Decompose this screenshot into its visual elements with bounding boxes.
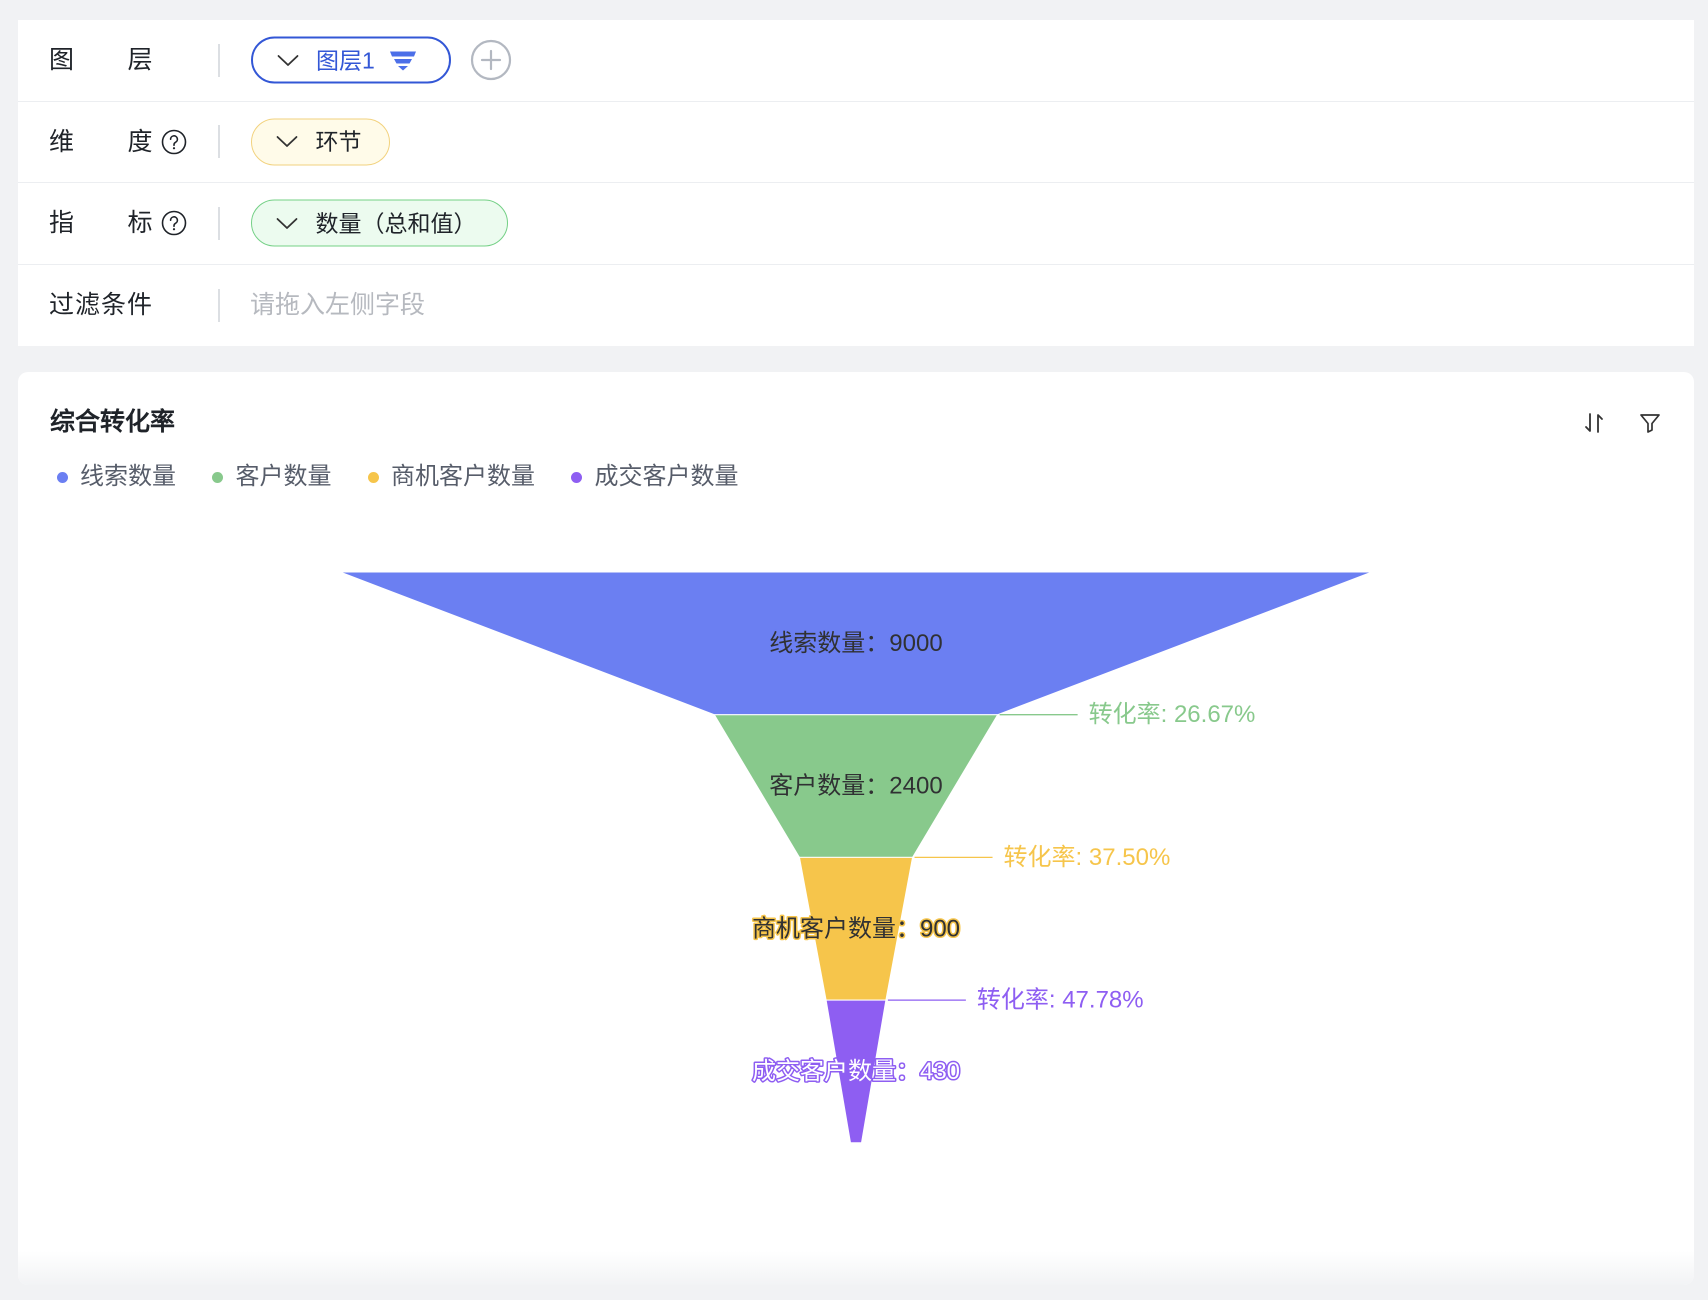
legend-item[interactable]: 客户数量: [212, 463, 332, 491]
legend-marker: [212, 471, 223, 483]
chart-config-panel: 图层 图层1 维度: [18, 20, 1694, 346]
filter-drop-zone[interactable]: 请拖入左侧字段: [250, 275, 1674, 337]
conversion-rate-label: 转化率: 26.67%: [1089, 701, 1256, 728]
legend-label: 成交客户数量: [594, 463, 739, 490]
metric-chip-label: 数量（总和值）: [315, 210, 477, 237]
layer-chip[interactable]: 图层1: [250, 36, 451, 84]
row-divider: [218, 43, 220, 77]
filter-row-label: 过滤条件: [49, 291, 154, 320]
question-circle-icon[interactable]: [161, 129, 187, 155]
funnel-chart: 线索数量：9000 客户数量：2400 商机客户数量：900 成交客户数量：430 转化…: [339, 571, 1373, 1144]
metric-row-label: 指标: [49, 209, 207, 238]
legend-item[interactable]: 线索数量: [56, 463, 176, 491]
legend-label: 线索数量: [80, 463, 176, 490]
legend-item[interactable]: 成交客户数量: [571, 463, 739, 491]
funnel-chart-icon: [389, 49, 417, 71]
layer-chip-label: 图层1: [316, 47, 375, 74]
plus-circle-icon[interactable]: [470, 39, 512, 81]
filter-row: 过滤条件 请拖入左侧字段: [18, 265, 1694, 347]
conversion-rate-label: 转化率: 47.78%: [977, 987, 1144, 1014]
row-divider: [218, 125, 220, 159]
layer-row-label: 图层: [49, 46, 207, 75]
sort-icon[interactable]: [1581, 410, 1607, 436]
legend-marker: [571, 471, 582, 483]
funnel-data-label: 线索数量：9000: [769, 630, 942, 657]
dimension-row: 维度 环节: [18, 102, 1694, 183]
chart-card: 综合转化率 线索数量 客户数量 商机客户数量 成交客户数量 线索数量：9000 客…: [18, 372, 1694, 1285]
metric-row: 指标 数量（总和值）: [18, 183, 1694, 265]
filter-drop-placeholder: 请拖入左侧字段: [250, 291, 426, 320]
chart-title: 综合转化率: [50, 407, 176, 436]
conversion-rate-label: 转化率: 37.50%: [1004, 844, 1171, 871]
legend-marker: [56, 471, 68, 483]
legend-label: 商机客户数量: [391, 463, 535, 490]
chevron-down-icon[interactable]: [276, 136, 298, 148]
dimension-chip[interactable]: 环节: [250, 118, 390, 166]
question-circle-icon[interactable]: [161, 210, 187, 236]
funnel-data-label: 成交客户数量：430: [752, 1058, 960, 1085]
row-divider: [218, 206, 220, 240]
chart-legend: 线索数量 客户数量 商机客户数量 成交客户数量: [56, 463, 775, 491]
row-divider: [218, 288, 220, 322]
filter-icon[interactable]: [1637, 410, 1663, 436]
legend-label: 客户数量: [235, 463, 332, 490]
dimension-chip-label: 环节: [315, 128, 362, 155]
add-layer-button[interactable]: [470, 39, 512, 81]
chevron-down-icon[interactable]: [276, 217, 298, 229]
legend-item[interactable]: 商机客户数量: [367, 463, 535, 491]
funnel-data-label: 客户数量：2400: [769, 773, 942, 800]
metric-chip[interactable]: 数量（总和值）: [250, 199, 508, 247]
chevron-down-icon[interactable]: [277, 54, 299, 66]
legend-marker: [367, 471, 379, 483]
layer-row: 图层 图层1: [18, 20, 1694, 102]
dimension-row-label: 维度: [49, 127, 207, 156]
funnel-data-label: 商机客户数量：900: [752, 915, 960, 942]
funnel-segment[interactable]: [825, 999, 887, 1144]
